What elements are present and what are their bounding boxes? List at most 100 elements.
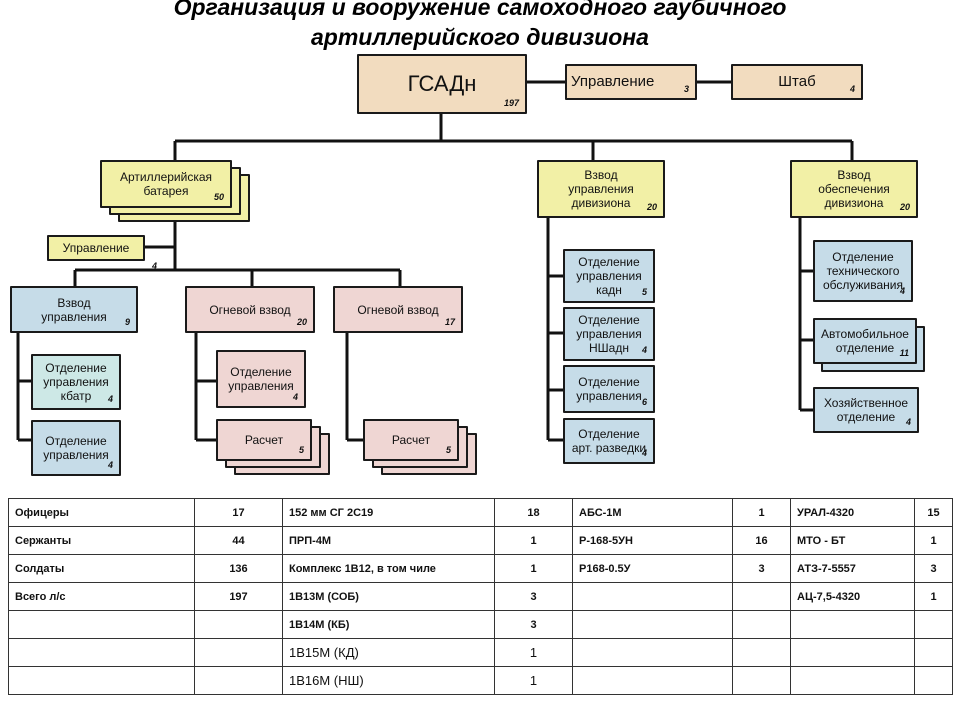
table-cell-count: 16 [732,526,791,555]
fire-platoon-1-box: Огневой взвод 20 [185,286,315,333]
battery-control-box: Управление 4 [47,235,157,271]
control-platoon-count: 9 [124,317,130,327]
crew-1-label: Расчет [244,433,284,447]
section-tech-service-box: Отделение технического обслуживания 4 [813,240,913,302]
table-cell-count: 1 [494,638,573,667]
table-cell-count [732,610,791,639]
table-cell-item: 1В15М (КД) [282,638,495,667]
battery-control-count: 4 [151,261,157,271]
fire-platoon-1-label: Огневой взвод [209,302,291,317]
fire-platoon-2-label: Огневой взвод [357,302,439,317]
table-cell-count: 1 [914,582,953,611]
table-cell-item: МТО - БТ [790,526,915,555]
section-control-battery-label: Отделение управления [43,434,109,462]
auto-section-count: 11 [899,348,909,358]
table-cell-count [194,666,283,695]
table-cell-item [572,638,733,667]
table-cell-count: 3 [494,582,573,611]
table-cell-item: Р-168-5УН [572,526,733,555]
crew-2-label: Расчет [391,433,431,447]
auto-section-label: Автомобильное отделение [821,327,909,355]
table-cell-count [194,610,283,639]
crew-1-count: 5 [298,445,304,455]
table-cell-item [8,638,195,667]
shtab-box: Штаб 4 [731,64,863,100]
shtab-count: 4 [849,84,855,94]
supply-section-label: Хозяйственное отделение [823,396,909,424]
gsadn-label: ГСАДн [407,71,477,96]
table-cell-item [790,666,915,695]
table-row: 1В16М (НШ)1 [8,666,953,695]
division-control-platoon-box: Взвод управления дивизиона 20 [537,160,665,218]
support-platoon-label: Взвод обеспечения дивизиона [818,168,890,210]
section-control-nshadn-count: 4 [641,345,647,355]
table-row: 1В15М (КД)1 [8,638,953,667]
table-cell-item [790,610,915,639]
table-cell-count [914,638,953,667]
upravlenie-top-count: 3 [683,84,689,94]
upravlenie-top-box: Управление 3 [565,64,697,100]
fire-platoon-2-box: Огневой взвод 17 [333,286,463,333]
shtab-label: Штаб [778,73,816,90]
table-cell-count: 1 [494,554,573,583]
crew-1-box: Расчет 5 [216,419,312,461]
crew-2-count: 5 [445,445,451,455]
auto-section-box: Автомобильное отделение 11 [813,318,917,364]
section-control-battery-count: 4 [107,460,113,470]
table-cell-item: УРАЛ-4320 [790,498,915,527]
fire-platoon-2-count: 17 [444,317,455,327]
support-platoon-count: 20 [899,202,910,212]
section-control-nshadn-box: Отделение управления НШадн 4 [563,307,655,361]
table-cell-count: 3 [494,610,573,639]
artillery-battery-box: Артиллерийская батарея 50 [100,160,232,208]
diagram-title-line-1: Организация и вооружение самоходного гау… [173,0,787,20]
table-cell-item [8,610,195,639]
section-tech-service-count: 4 [899,286,905,296]
gsadn-box: ГСАДн 197 [357,54,527,114]
table-cell-item: 1В16М (НШ) [282,666,495,695]
section-control-6-label: Отделение управления [576,375,642,403]
table-cell-count: 17 [194,498,283,527]
section-art-recon-box: Отделение арт. разведки 4 [563,418,655,464]
table-cell-count: 1 [914,526,953,555]
artillery-battery-label: Артиллерийская батарея [119,170,213,198]
table-cell-item [572,666,733,695]
gsadn-count: 197 [503,98,519,108]
division-control-platoon-label: Взвод управления дивизиона [568,168,634,210]
table-cell-item: ПРП-4М [282,526,495,555]
crew-2-box: Расчет 5 [363,419,459,461]
table-cell-count: 1 [494,666,573,695]
table-cell-item: Офицеры [8,498,195,527]
diagram-title-line-2: артиллерийского дивизиона [311,24,649,50]
table-cell-item: АЦ-7,5-4320 [790,582,915,611]
table-cell-count: 18 [494,498,573,527]
table-cell-item: 1В14М (КБ) [282,610,495,639]
fire-platoon-1-count: 20 [296,317,307,327]
table-cell-item: Сержанты [8,526,195,555]
table-cell-count [732,582,791,611]
table-cell-item [572,582,733,611]
section-control-6-box: Отделение управления 6 [563,365,655,413]
control-platoon-box: Взвод управления 9 [10,286,138,333]
table-cell-count: 197 [194,582,283,611]
table-cell-count [732,666,791,695]
table-cell-count: 44 [194,526,283,555]
section-control-nshadn-label: Отделение управления НШадн [576,313,642,355]
upravlenie-top-label: Управление [571,73,655,90]
section-control-kadn-count: 5 [641,287,647,297]
table-cell-item: 152 мм СГ 2С19 [282,498,495,527]
table-cell-count: 3 [732,554,791,583]
table-cell-item: Р168-0.5У [572,554,733,583]
table-cell-count [194,638,283,667]
table-cell-count: 15 [914,498,953,527]
section-control-kadn-box: Отделение управления кадн 5 [563,249,655,303]
section-art-recon-count: 4 [641,448,647,458]
section-tech-service-label: Отделение технического обслуживания [822,250,904,292]
table-cell-count: 136 [194,554,283,583]
table-cell-item [790,638,915,667]
supply-section-box: Хозяйственное отделение 4 [813,387,919,433]
